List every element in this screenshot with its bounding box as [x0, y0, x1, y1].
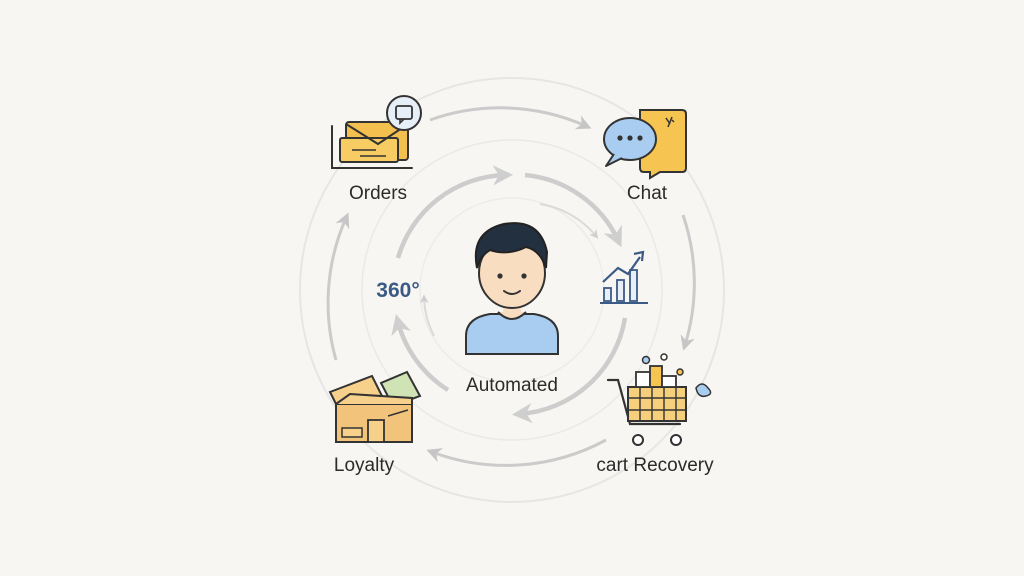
arrow-cart-to-loyalty: [426, 438, 607, 467]
inner-arrow-bottom-right: [511, 317, 628, 424]
inner-arrow-top-left: [395, 165, 514, 259]
center-label-automated: Automated: [466, 375, 558, 396]
node-label-cart-recovery: cart Recovery: [596, 455, 714, 476]
arrow-loyalty-to-orders: [326, 212, 350, 361]
arrow-orders-to-chat: [429, 106, 592, 130]
innermost-arrow-left: [419, 294, 435, 337]
inner-arrow-top-right: [524, 172, 622, 248]
outer-ring: [299, 77, 725, 503]
node-label-chat: Chat: [626, 183, 668, 204]
node-label-orders: Orders: [348, 183, 408, 204]
innermost-arrow-right: [539, 203, 599, 239]
node-label-loyalty: Loyalty: [333, 455, 395, 476]
label-360: 360°: [376, 279, 420, 302]
arrow-chat-to-cart: [680, 214, 696, 351]
inner-arrow-bottom-left: [391, 314, 450, 392]
middle-ring: [361, 139, 663, 441]
